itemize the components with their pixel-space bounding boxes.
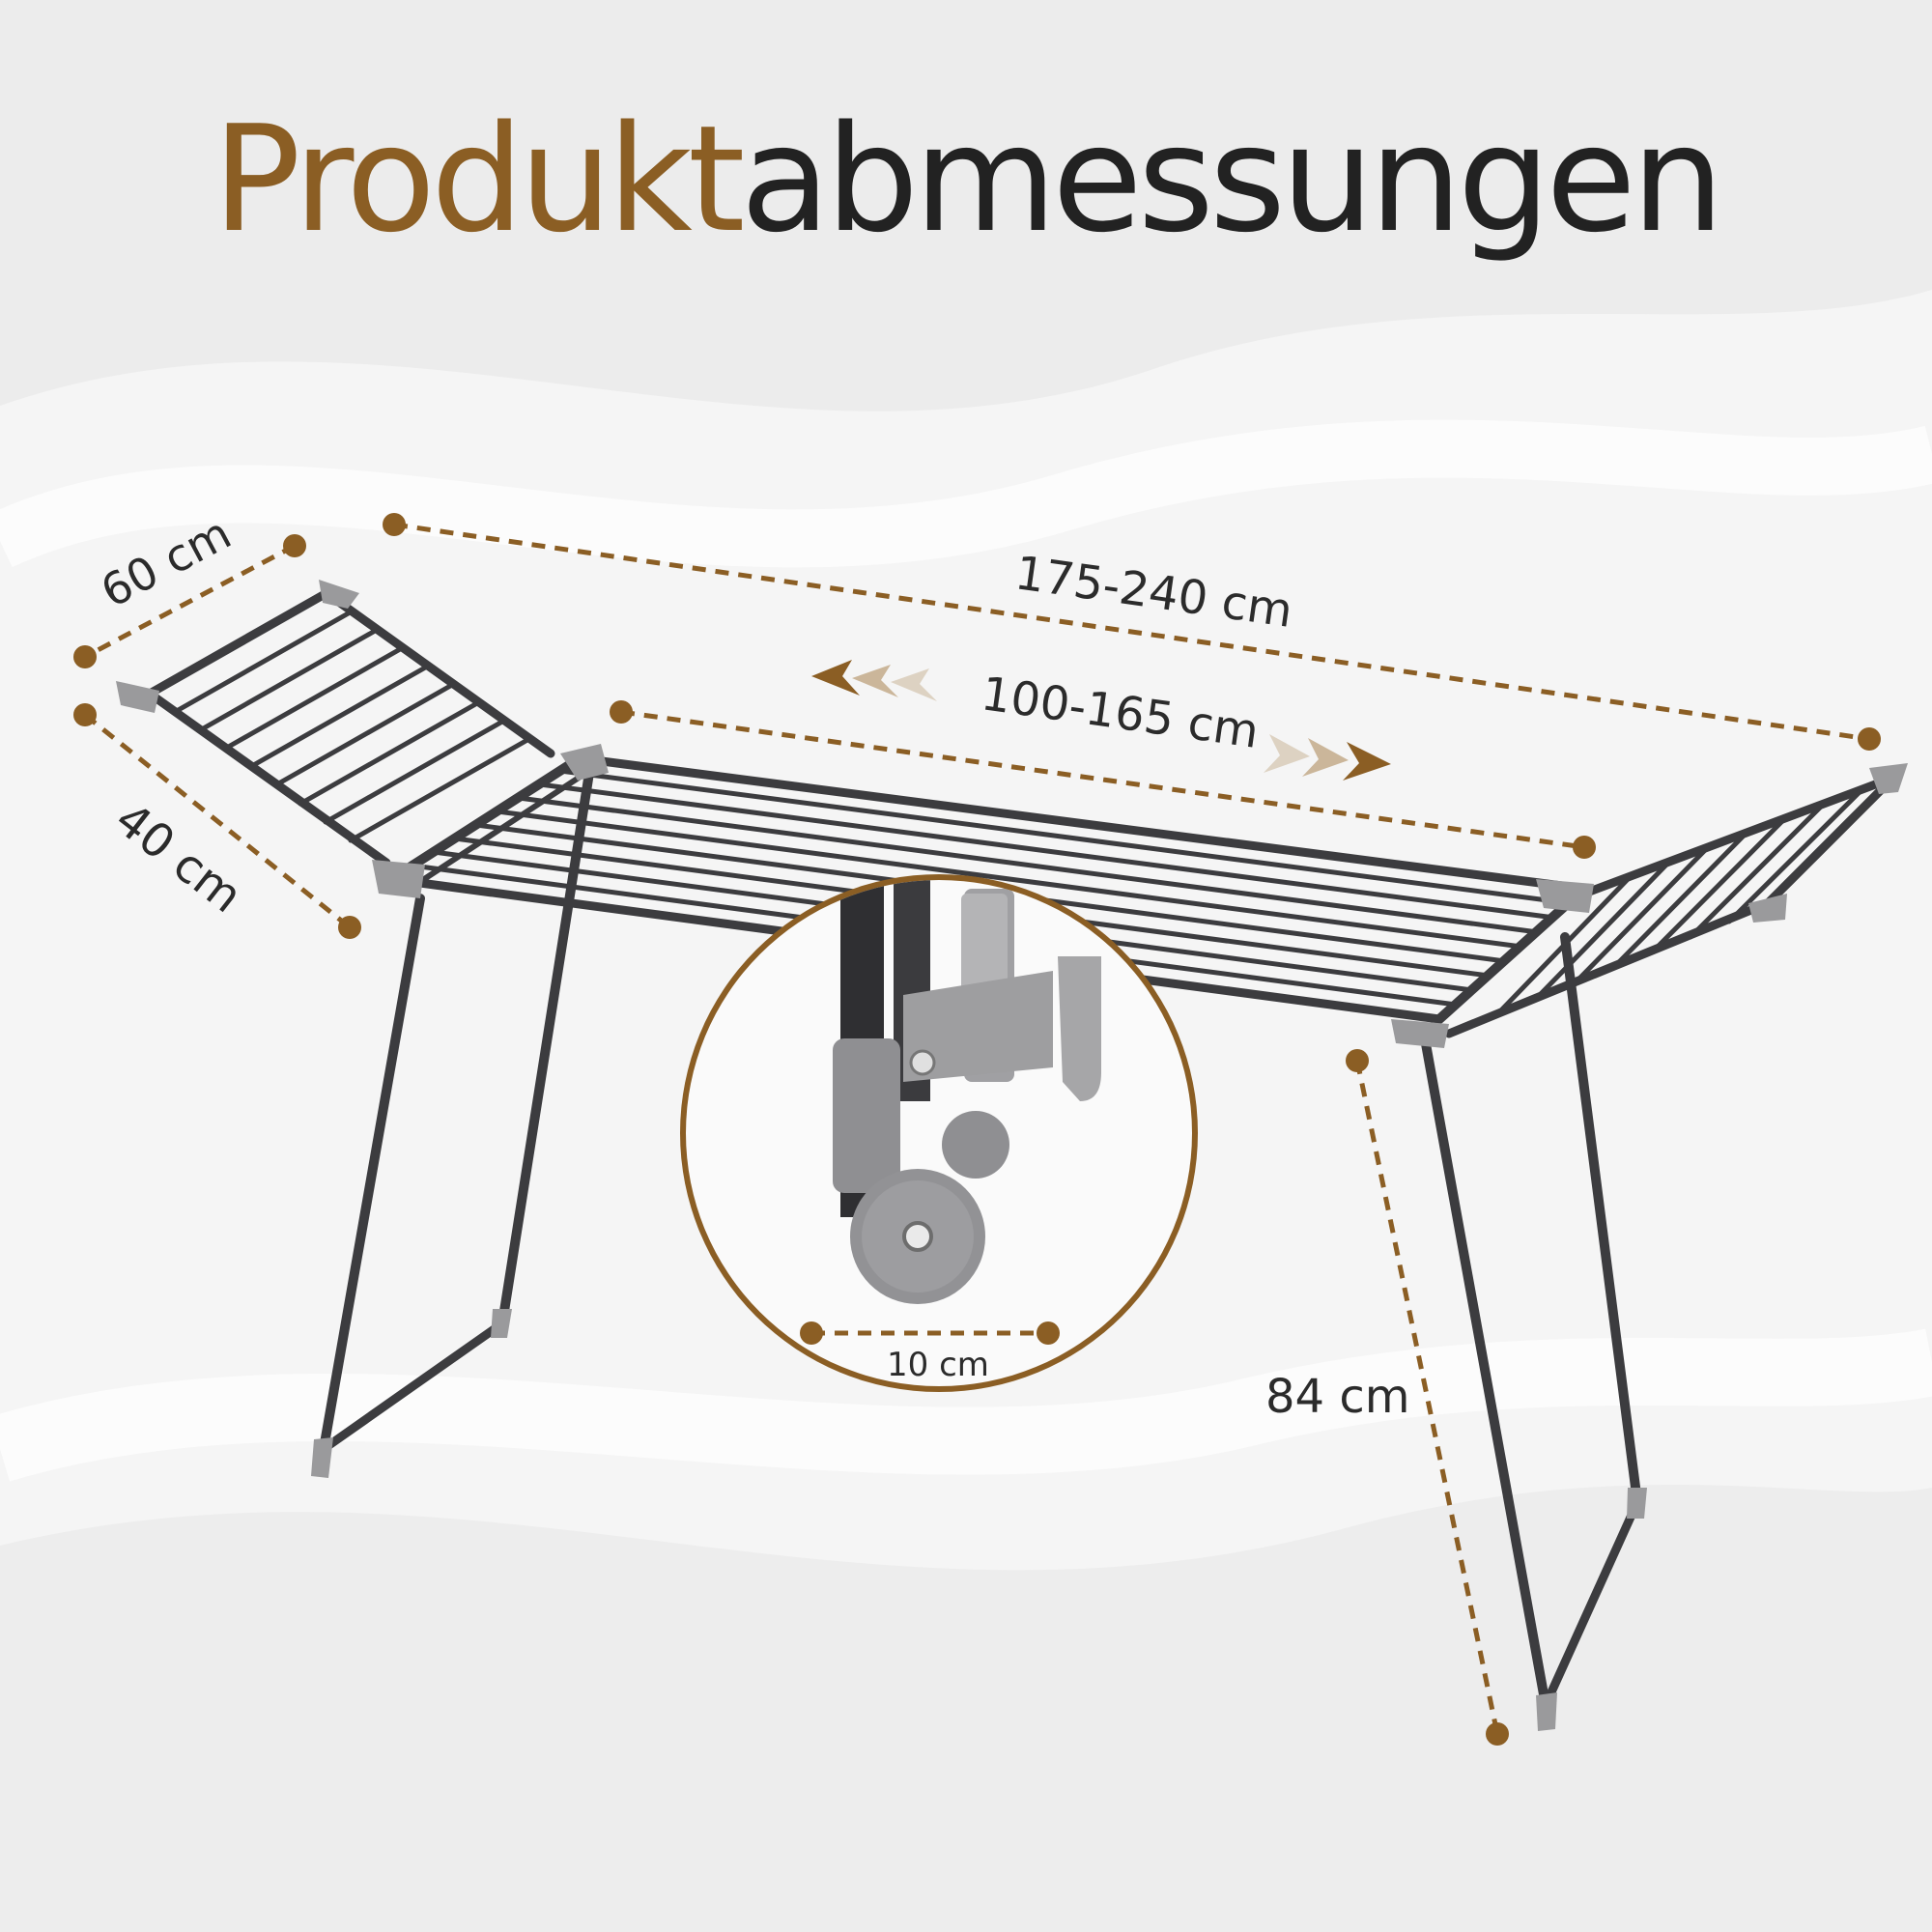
title-brand-part: Produkt	[212, 94, 746, 265]
page-title: Produktabmessungen	[0, 106, 1932, 253]
center-length-start-dot	[610, 700, 633, 724]
wheel-size-label: 10 cm	[887, 1346, 989, 1384]
wing-width-line	[83, 543, 297, 660]
height-label: 84 cm	[1265, 1370, 1410, 1424]
total-length-line	[393, 522, 1870, 742]
left-wing	[145, 588, 555, 867]
title-rest-part: abmessungen	[740, 94, 1724, 265]
rack-joints	[116, 580, 1908, 1731]
rack-legs	[319, 768, 1642, 1710]
right-wing	[1444, 773, 1898, 1038]
center-length-end-dot	[1573, 836, 1596, 859]
wheel-size-end-dot	[1037, 1321, 1060, 1345]
wing-width-end-dot	[283, 534, 306, 557]
height-bottom-dot	[1486, 1722, 1509, 1746]
triple-chevron-left-icon	[811, 660, 937, 701]
total-length-start-dot	[383, 513, 406, 536]
wheel-size-start-dot	[800, 1321, 823, 1345]
total-length-end-dot	[1858, 727, 1881, 751]
depth-line	[83, 713, 352, 929]
triple-chevron-right-icon	[1264, 734, 1391, 781]
wheel-closeup-icon	[833, 880, 1101, 1304]
wing-width-start-dot	[73, 645, 97, 668]
depth-end-dot	[338, 916, 361, 939]
depth-start-dot	[73, 703, 97, 726]
height-top-dot	[1346, 1049, 1369, 1072]
